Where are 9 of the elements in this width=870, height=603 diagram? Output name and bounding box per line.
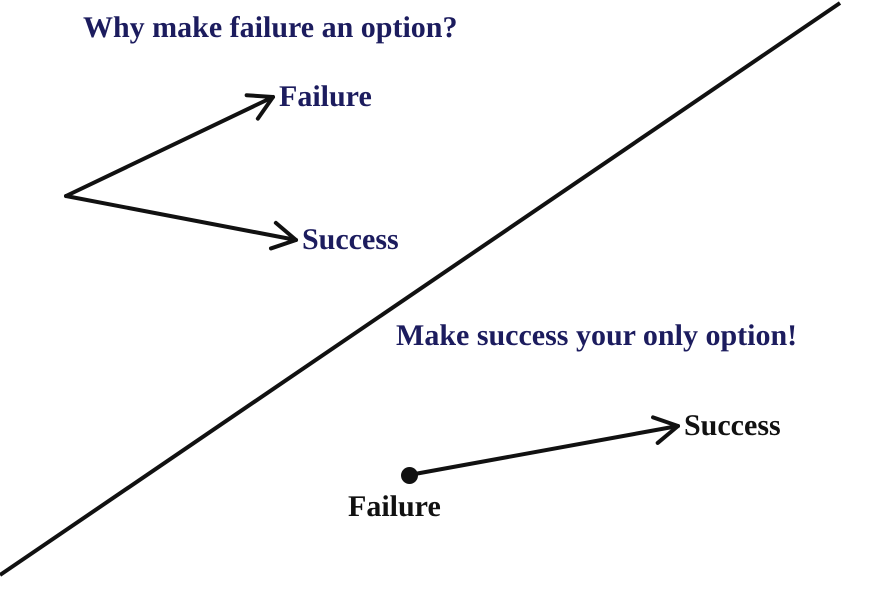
node-caption: Failure [348, 490, 441, 524]
subheading: Make success your only option! [396, 319, 798, 353]
node-label: Success [678, 409, 786, 443]
node-label: Success [296, 223, 404, 257]
node-label: Failure [273, 80, 377, 114]
arrow [64, 194, 298, 250]
title: Why make failure an option? [83, 11, 458, 45]
arrow [415, 415, 680, 476]
arrow [64, 93, 275, 198]
